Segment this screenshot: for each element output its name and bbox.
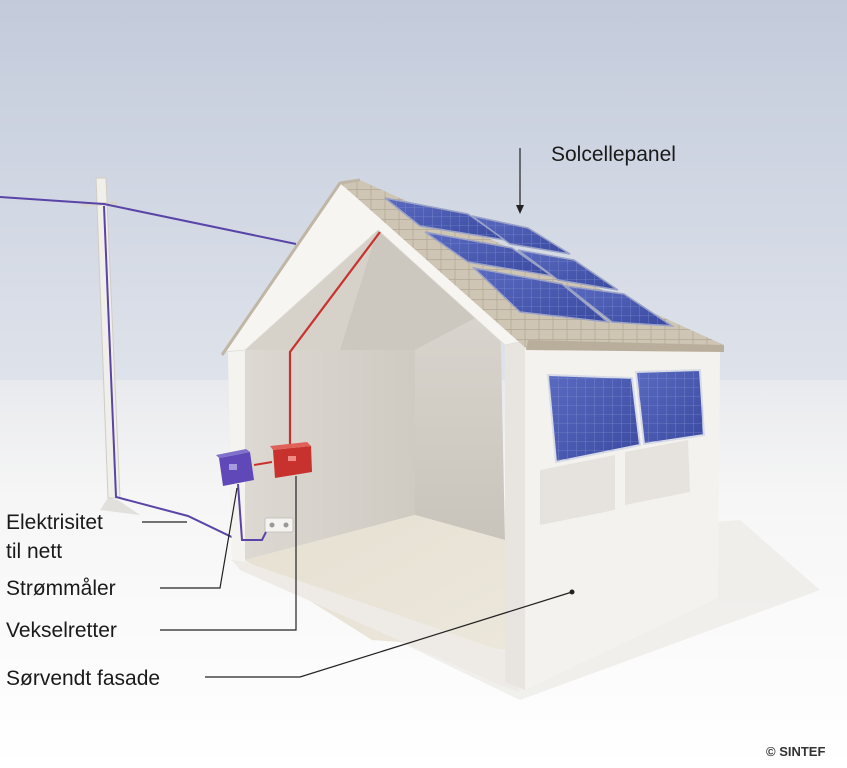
copyright-credit: © SINTEF	[766, 744, 825, 759]
label-facade: Sørvendt fasade	[6, 667, 160, 690]
overhead-power-line	[0, 196, 297, 245]
label-solar-panel: Solcellepanel	[551, 143, 676, 166]
dc-cable	[288, 231, 381, 450]
wall-socket	[264, 517, 294, 533]
electricity-meter	[216, 449, 254, 486]
inverter	[270, 442, 312, 478]
label-meter: Strømmåler	[6, 577, 116, 600]
facade-solar-panels	[540, 368, 706, 525]
leader-lines	[142, 148, 575, 678]
interior-wall	[245, 350, 415, 560]
label-grid-line1: Elektrisitet	[6, 511, 103, 534]
floor	[245, 515, 505, 650]
label-grid-line2: til nett	[6, 540, 62, 563]
roof-solar-panels	[384, 197, 675, 327]
label-inverter: Vekselretter	[6, 619, 117, 642]
